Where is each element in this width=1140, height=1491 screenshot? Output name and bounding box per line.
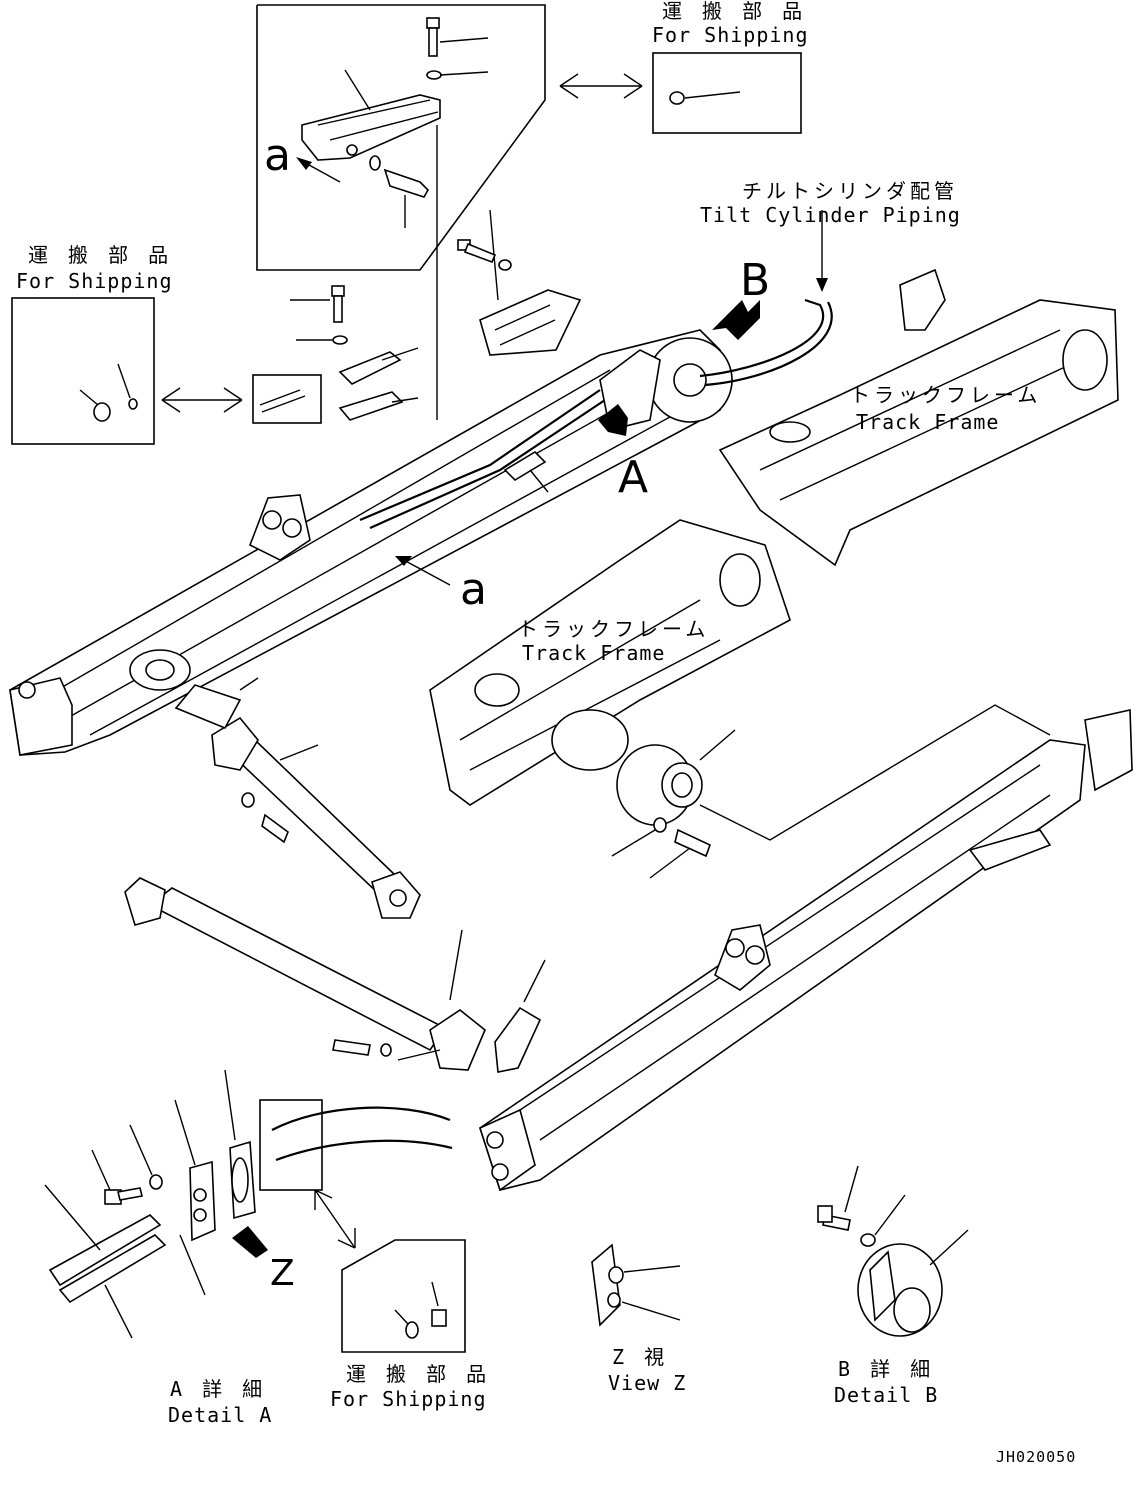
callout-a-top: a — [264, 130, 291, 181]
callout-Z: Z — [270, 1253, 295, 1294]
callout-a-mid: a — [460, 564, 487, 615]
track-frame-2-en: Track Frame — [522, 641, 665, 665]
upper-track-beam — [9, 209, 833, 756]
track-frame-2-jp: トラックフレーム — [518, 617, 709, 641]
shipping-top-en: For Shipping — [652, 23, 809, 47]
drawing-code: JH020050 — [996, 1448, 1076, 1466]
view-Z-drawing — [591, 1243, 681, 1327]
shipping-left-en: For Shipping — [16, 269, 173, 293]
detail-a-en: Detail A — [168, 1403, 272, 1427]
top-inset-box — [256, 4, 546, 420]
shipping-bottom-jp: 運 搬 部 品 — [346, 1362, 490, 1386]
detail-a-jp: A 詳 細 — [170, 1377, 266, 1401]
view-z-en: View Z — [608, 1371, 686, 1395]
shaft-upper — [174, 677, 421, 919]
callout-A: A — [618, 452, 648, 503]
callout-B: B — [740, 255, 770, 306]
track-frame-1-jp: トラックフレーム — [850, 383, 1041, 407]
lower-track-beam — [479, 709, 1133, 1192]
arrow-markers — [395, 300, 760, 586]
detail-b-en: Detail B — [834, 1383, 938, 1407]
shipping-box-bottom — [314, 1189, 466, 1353]
view-z-jp: Z 視 — [612, 1345, 668, 1369]
flange-assembly-middle — [611, 704, 1051, 879]
tilt-piping-en: Tilt Cylinder Piping — [700, 203, 961, 227]
shaft-lower — [124, 877, 546, 1073]
shipping-top-jp: 運 搬 部 品 — [662, 0, 806, 23]
track-frame-middle — [429, 519, 791, 806]
detail-B-drawing — [817, 1165, 969, 1337]
tilt-piping-jp: チルトシリンダ配管 — [742, 179, 958, 203]
track-frame-upper — [718, 268, 1119, 567]
shipping-bottom-en: For Shipping — [330, 1387, 487, 1411]
track-frame-1-en: Track Frame — [856, 410, 999, 434]
bracket-parts — [290, 285, 419, 421]
detail-b-jp: B 詳 細 — [838, 1357, 934, 1381]
shipping-box-left — [11, 297, 322, 445]
shipping-box-top — [559, 52, 802, 134]
detail-A-drawing — [44, 1069, 453, 1339]
shipping-left-jp: 運 搬 部 品 — [28, 243, 172, 267]
